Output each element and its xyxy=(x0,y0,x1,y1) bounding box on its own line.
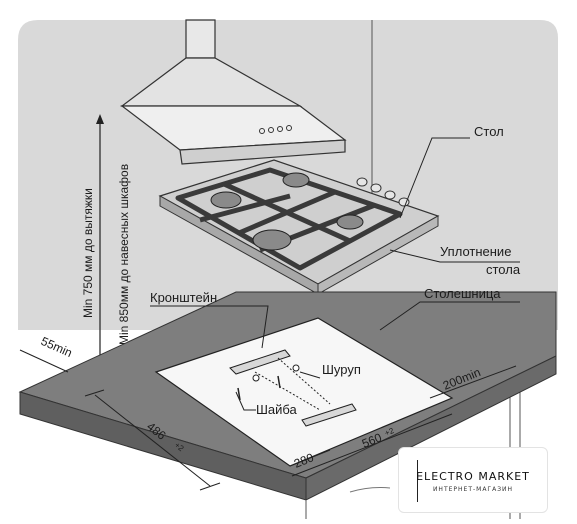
washer xyxy=(252,374,260,382)
label-shurup: Шуруп xyxy=(322,362,361,377)
gas-hob xyxy=(158,159,440,295)
logo-subtitle: ИНТЕРНЕТ-МАГАЗИН xyxy=(432,486,514,493)
vertical-label-2: Min 850мм до навесных шкафов xyxy=(117,164,131,345)
label-stol: Стол xyxy=(474,124,504,139)
burner-front-left xyxy=(252,229,292,251)
label-shaiba: Шайба xyxy=(256,402,298,417)
range-hood xyxy=(120,19,347,165)
screw xyxy=(292,364,300,372)
burner-rear-right xyxy=(282,172,310,188)
dim-560-tol: +2 xyxy=(383,426,395,438)
mounting-hardware xyxy=(229,349,357,427)
vertical-label-1: Min 750 мм до вытяжки xyxy=(81,188,95,318)
burner-rear-left xyxy=(210,191,242,209)
electro-market-logo: ELECTRO MARKET ИНТЕРНЕТ-МАГАЗИН xyxy=(398,447,548,513)
label-uplotnenie-1: Уплотнение xyxy=(440,244,511,259)
label-stoleshnitsa: Столешница xyxy=(424,286,501,301)
burner-front-right xyxy=(336,214,364,230)
countertop xyxy=(18,291,557,519)
label-uplotnenie-2: стола xyxy=(486,262,521,277)
logo-title: ELECTRO MARKET xyxy=(416,470,530,483)
logo-divider xyxy=(417,460,418,502)
label-kronshtein: Кронштейн xyxy=(150,290,217,305)
